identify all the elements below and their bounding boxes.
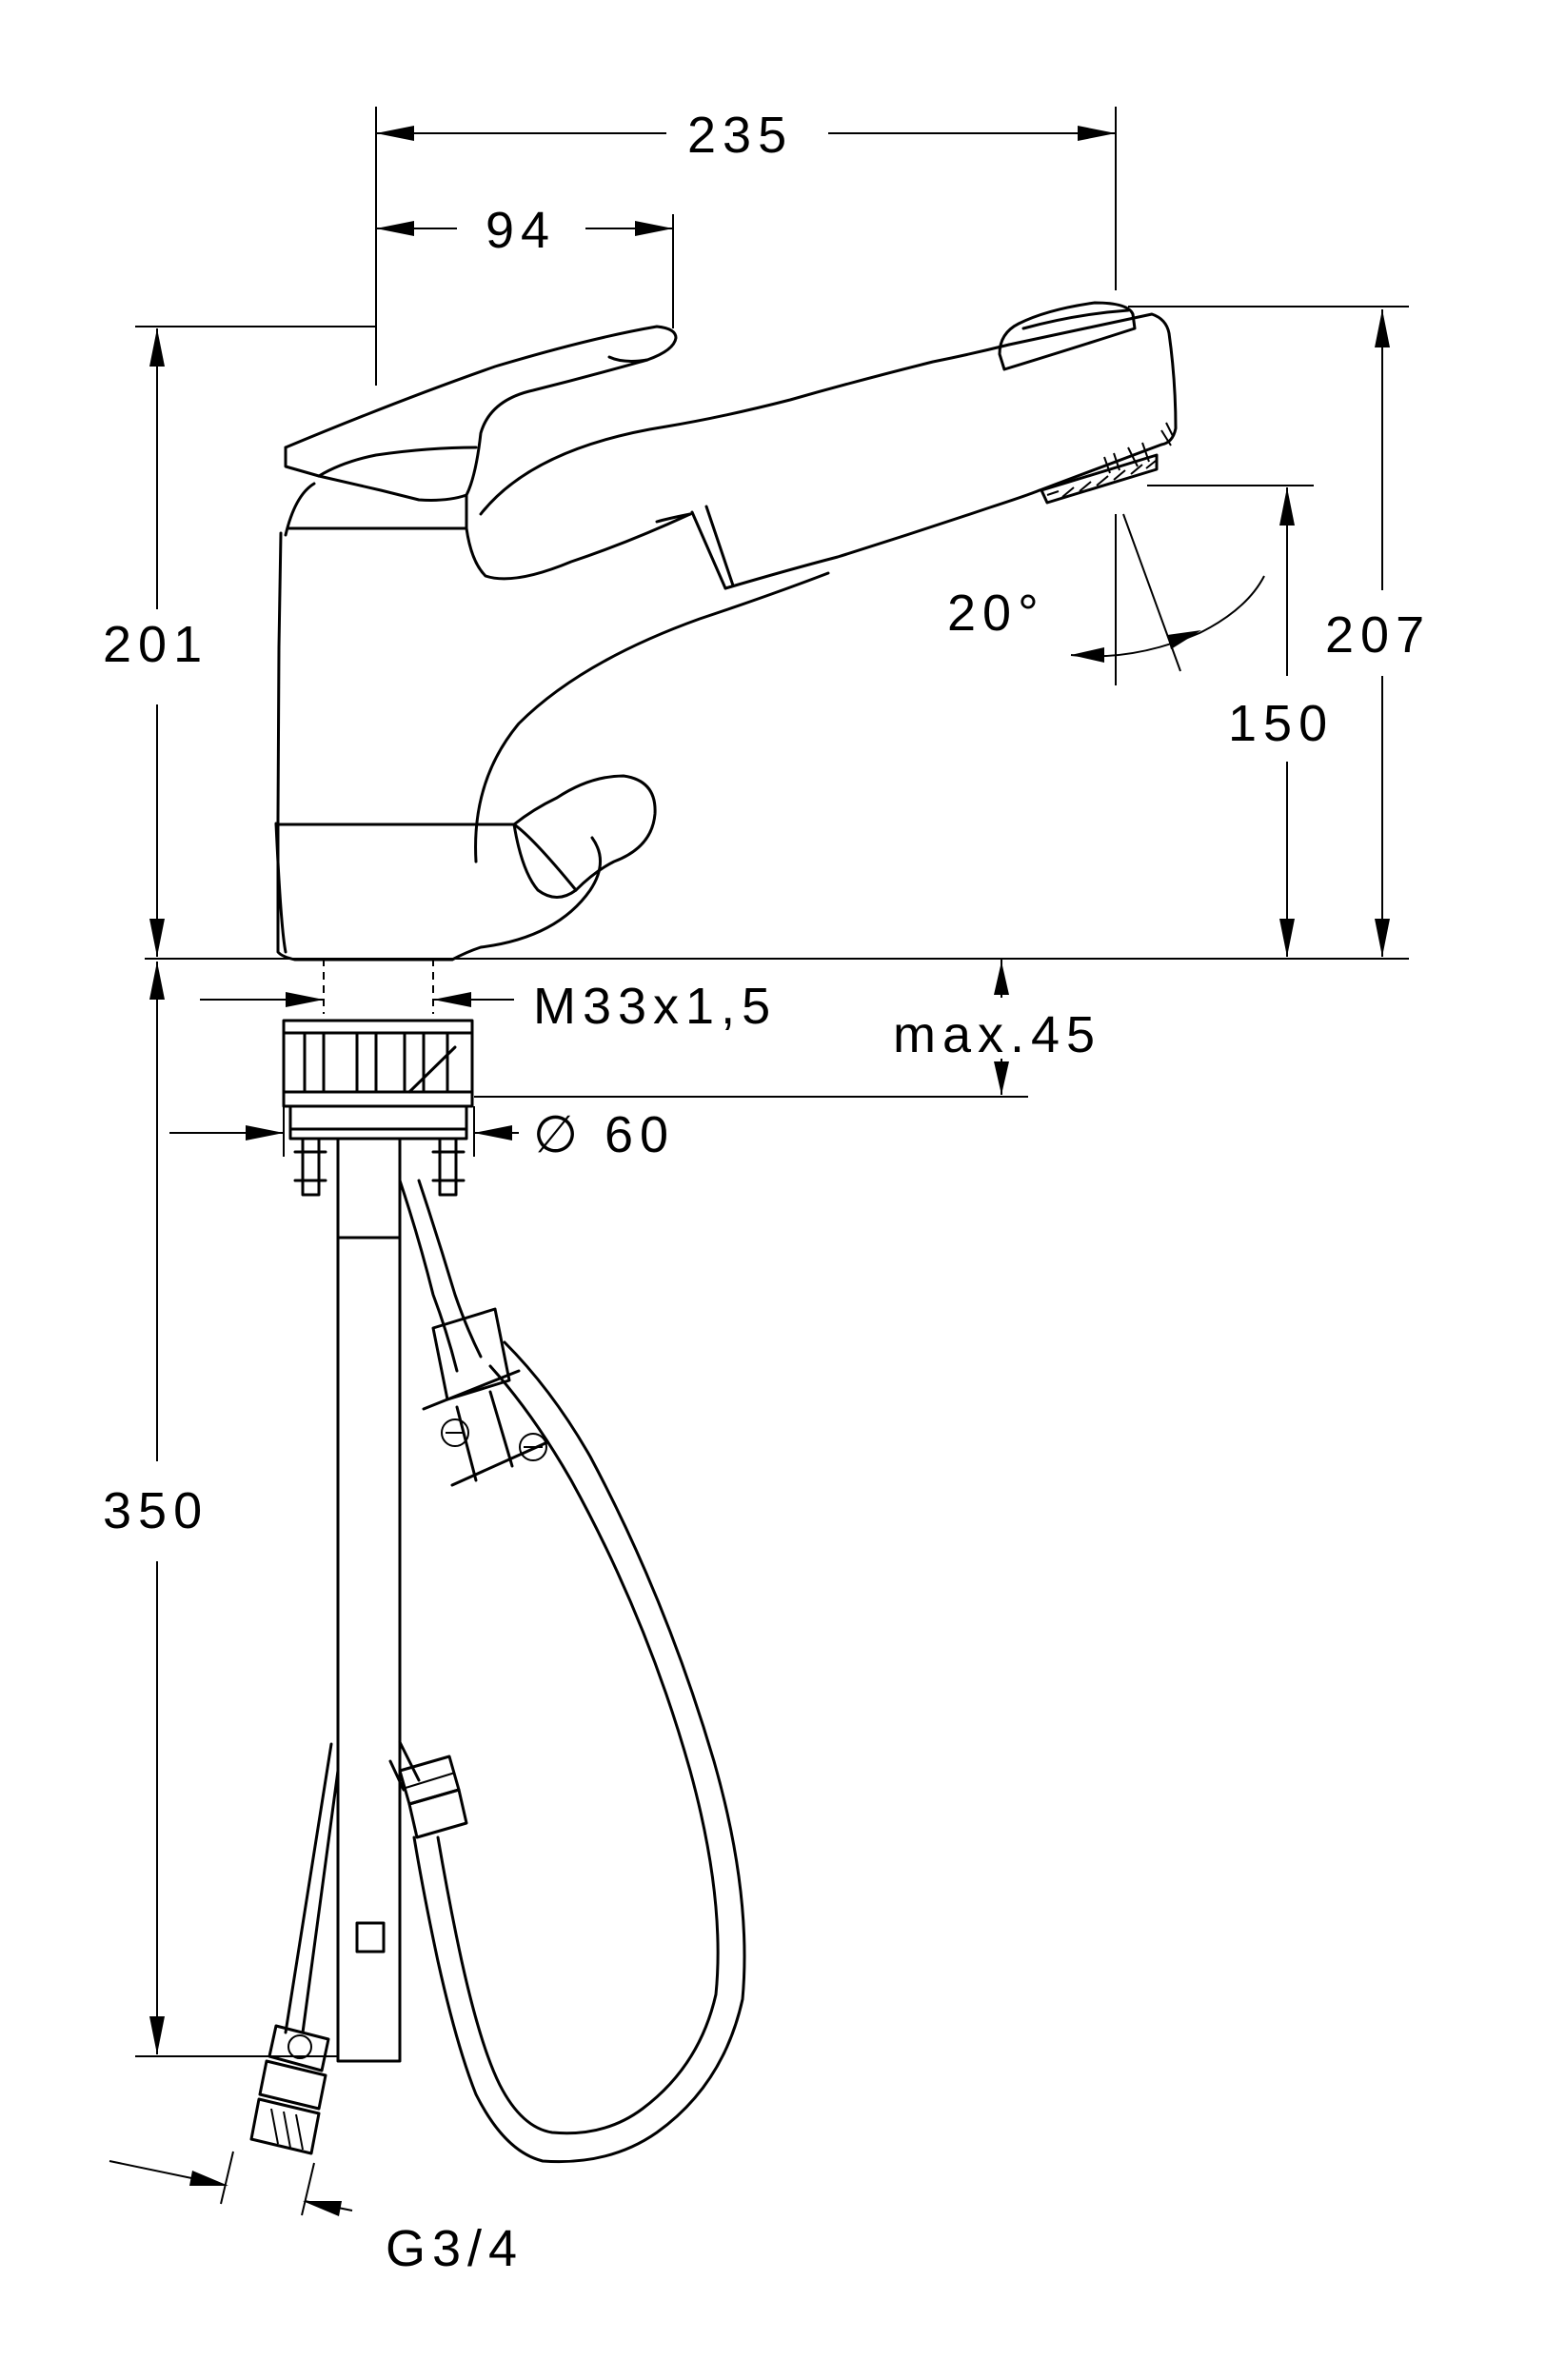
lever-handle: [284, 325, 678, 530]
dim-thread: M33x1,5: [533, 978, 777, 1035]
dim-350: 350: [103, 1482, 208, 1539]
dim-235: 235: [687, 107, 793, 164]
hose-clamp: [422, 1307, 549, 1487]
dim-60: 60: [605, 1106, 675, 1163]
diameter-symbol: ∅: [533, 1106, 585, 1163]
dim-g34: G3/4: [386, 2220, 524, 2277]
dimension-lines: [109, 107, 1409, 2216]
diverter-knob: [512, 774, 657, 899]
mounting-assembly: [145, 958, 1409, 1197]
dim-150: 150: [1228, 695, 1334, 752]
dimension-labels: 235 94 201 207 150 20° M33x1,5 max.45 ∅ …: [103, 107, 1431, 2277]
supply-tubes: [249, 1137, 746, 2164]
faucet-body: [274, 482, 602, 962]
dim-207: 207: [1325, 606, 1431, 664]
dim-20-degrees: 20°: [947, 585, 1045, 642]
dim-max45: max.45: [893, 1006, 1101, 1063]
hose-coupling: [398, 1755, 468, 1839]
spray-head: [998, 301, 1178, 505]
spout: [465, 343, 1041, 863]
g34-connector: [249, 2024, 330, 2155]
dim-94: 94: [486, 202, 556, 259]
dim-201: 201: [103, 616, 208, 673]
